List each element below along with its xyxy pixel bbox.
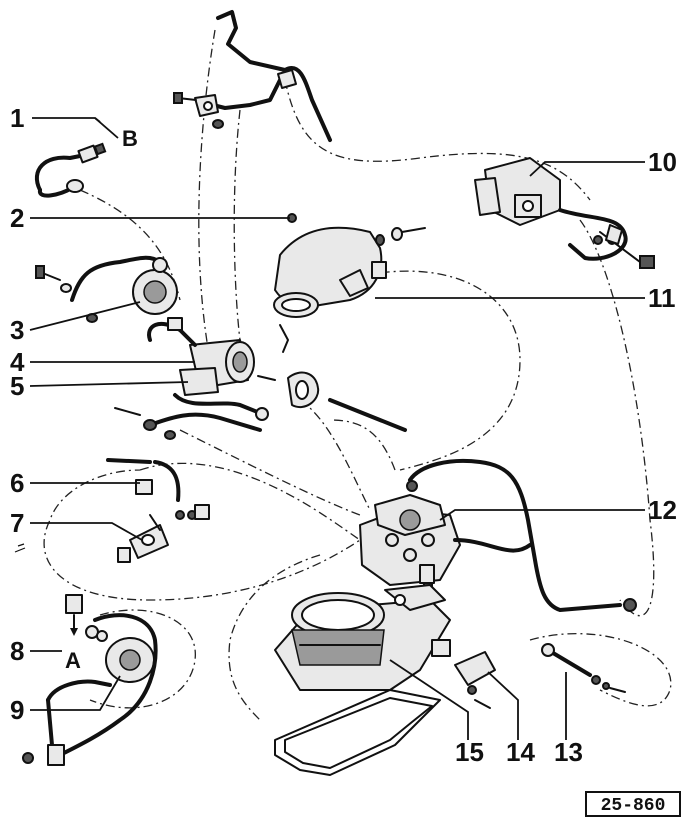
upper-hose-assembly [173,10,332,142]
leader-lines [29,117,645,740]
callout-4: 4 [10,347,25,377]
callout-3: 3 [10,315,24,345]
callout-5: 5 [10,371,24,401]
callout-14: 14 [506,737,535,767]
callout-10: 10 [648,147,677,177]
callout-12: 12 [648,495,677,525]
actuator-part-10 [474,157,655,269]
throttle-body-part-15 [274,584,451,691]
fittings-parts-6-7 [14,458,210,563]
callout-2: 2 [10,203,24,233]
sensor-part-14 [454,651,496,709]
fitting-part-13 [541,643,626,693]
intake-elbow-part-11 [273,213,426,353]
gasket [274,689,441,776]
reference-code: 25-860 [601,796,666,816]
callout-9: 9 [10,695,24,725]
letter-a: A [65,648,81,673]
callout-8: 8 [10,636,24,666]
callout-labels: 1 2 3 4 5 6 7 8 9 10 11 12 13 14 15 B A [10,103,677,767]
valve-parts-4-5 [114,317,407,440]
hose-part-1 [34,142,107,198]
callout-15: 15 [455,737,484,767]
reference-code-box: 25-860 [585,791,681,817]
letter-b: B [122,126,138,151]
damper-parts-8-9 [22,594,158,766]
callout-11: 11 [648,283,676,313]
callout-1: 1 [10,103,24,133]
pump-part-3 [35,255,178,323]
callout-6: 6 [10,468,24,498]
distributor-part-12 [359,458,637,612]
callout-13: 13 [554,737,583,767]
callout-7: 7 [10,508,24,538]
